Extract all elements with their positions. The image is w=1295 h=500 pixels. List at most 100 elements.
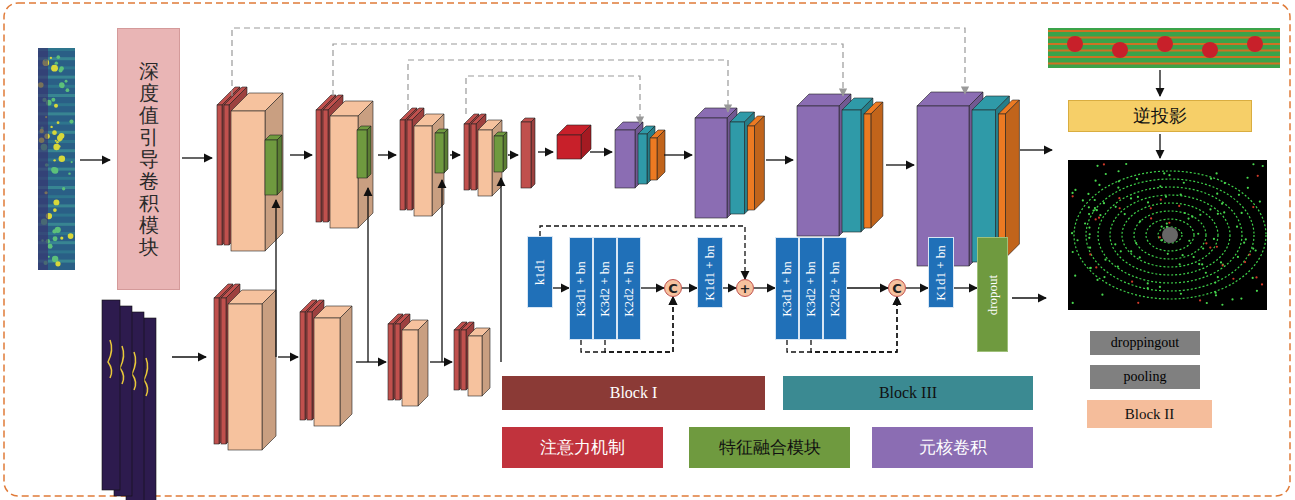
- plate-shade: [418, 320, 428, 406]
- range-dot: [53, 159, 55, 161]
- point-cloud: [1068, 160, 1267, 310]
- range-dot: [57, 121, 60, 124]
- range-dot: [52, 130, 57, 135]
- cloud-point: [1072, 302, 1074, 304]
- legend-swatch: 元核卷积: [872, 427, 1033, 468]
- plate-shade: [340, 306, 352, 426]
- plate-side: [459, 322, 467, 390]
- conv-box: K1d1 + bn: [697, 237, 723, 308]
- cloud-point: [1168, 174, 1170, 176]
- cloud-point: [1259, 200, 1261, 202]
- plate-side: [744, 112, 754, 214]
- legend-swatch: pooling: [1090, 365, 1200, 389]
- flow-arrow: [430, 361, 452, 362]
- node-label: K3d1 + bn: [573, 261, 589, 317]
- cloud-point: [1182, 254, 1184, 256]
- flow-arrow: [80, 159, 110, 160]
- plate-front: [471, 124, 476, 190]
- plate-front: [747, 126, 754, 210]
- cloud-point: [1105, 173, 1107, 175]
- cloud-point: [1166, 222, 1168, 224]
- connector: [723, 287, 736, 288]
- connector: [682, 287, 697, 288]
- plate-front: [464, 124, 469, 190]
- range-dot: [59, 155, 66, 162]
- plate-shade: [531, 118, 535, 188]
- cloud-point: [1095, 218, 1097, 220]
- output-blob: [1157, 36, 1173, 52]
- flow-arrow: [378, 154, 396, 155]
- cloud-point: [1124, 213, 1126, 215]
- scan-ring: [1110, 195, 1230, 275]
- node-label: K2d2 + bn: [621, 261, 637, 317]
- plate-front: [224, 105, 229, 245]
- range-dot: [50, 126, 52, 128]
- range-dot: [69, 119, 73, 123]
- scan-ring: [1086, 179, 1254, 291]
- range-dot: [48, 244, 53, 249]
- plate-front: [221, 298, 226, 444]
- input-trace: [108, 340, 112, 378]
- range-dot: [60, 237, 63, 240]
- cloud-point: [1216, 172, 1218, 174]
- plate-front: [414, 126, 432, 216]
- plate-front: [797, 106, 839, 236]
- cloud-point: [1198, 263, 1200, 265]
- cloud-point: [1095, 180, 1097, 182]
- output-stripe: [1048, 56, 1280, 58]
- cloud-point: [1187, 217, 1189, 219]
- plate-front: [316, 110, 321, 222]
- plate-front: [842, 110, 861, 232]
- node-label: K3d2 + bn: [803, 261, 819, 317]
- output-blob: [1112, 42, 1128, 58]
- plate-shade: [367, 126, 371, 178]
- output-image: [1048, 28, 1280, 68]
- flow-arrow: [356, 361, 386, 362]
- cloud-point: [1114, 243, 1116, 245]
- plate-shade: [265, 93, 283, 251]
- sensor: [1162, 227, 1178, 243]
- connector: [553, 287, 569, 288]
- range-dot: [66, 88, 70, 92]
- conv-box: K2d2 + bn: [823, 237, 847, 340]
- plate-front: [402, 330, 418, 406]
- input-trace: [120, 346, 124, 384]
- node-label: K3d2 + bn: [597, 261, 613, 317]
- cloud-point: [1221, 304, 1223, 306]
- plate-side: [444, 129, 448, 173]
- cloud-point: [1088, 213, 1090, 215]
- plate-side: [503, 132, 507, 172]
- cloud-point: [1222, 263, 1224, 265]
- operator-circle: C: [664, 279, 682, 297]
- cloud-point: [1224, 182, 1226, 184]
- cloud-point: [1159, 236, 1161, 238]
- cloud-point: [1256, 290, 1258, 292]
- conv-box: K3d2 + bn: [593, 237, 617, 340]
- conv-box: K3d1 + bn: [569, 237, 593, 340]
- range-dot: [53, 236, 58, 241]
- legend-swatch: Block III: [783, 376, 1033, 410]
- plate-side: [657, 130, 665, 180]
- cloud-point: [1191, 216, 1193, 218]
- cloud-point: [1180, 193, 1182, 195]
- cloud-point: [1183, 182, 1185, 184]
- cloud-point: [1098, 217, 1100, 219]
- cloud-point: [1139, 220, 1141, 222]
- range-dot: [52, 167, 59, 174]
- cloud-point: [1255, 276, 1257, 278]
- scan-ring: [1122, 203, 1218, 267]
- range-dot: [54, 104, 58, 108]
- legend-label: Block II: [1125, 406, 1175, 423]
- outer-frame: [4, 3, 1290, 496]
- range-dot: [53, 208, 57, 212]
- cloud-point: [1118, 180, 1120, 182]
- cloud-point: [1130, 250, 1132, 252]
- cloud-point: [1076, 239, 1078, 241]
- cloud-point: [1165, 196, 1167, 198]
- cloud-point: [1202, 247, 1204, 249]
- node-label: dropout: [985, 274, 1001, 314]
- cloud-point: [1214, 292, 1216, 294]
- fusion-arrow: [367, 188, 368, 362]
- cloud-point: [1252, 206, 1254, 208]
